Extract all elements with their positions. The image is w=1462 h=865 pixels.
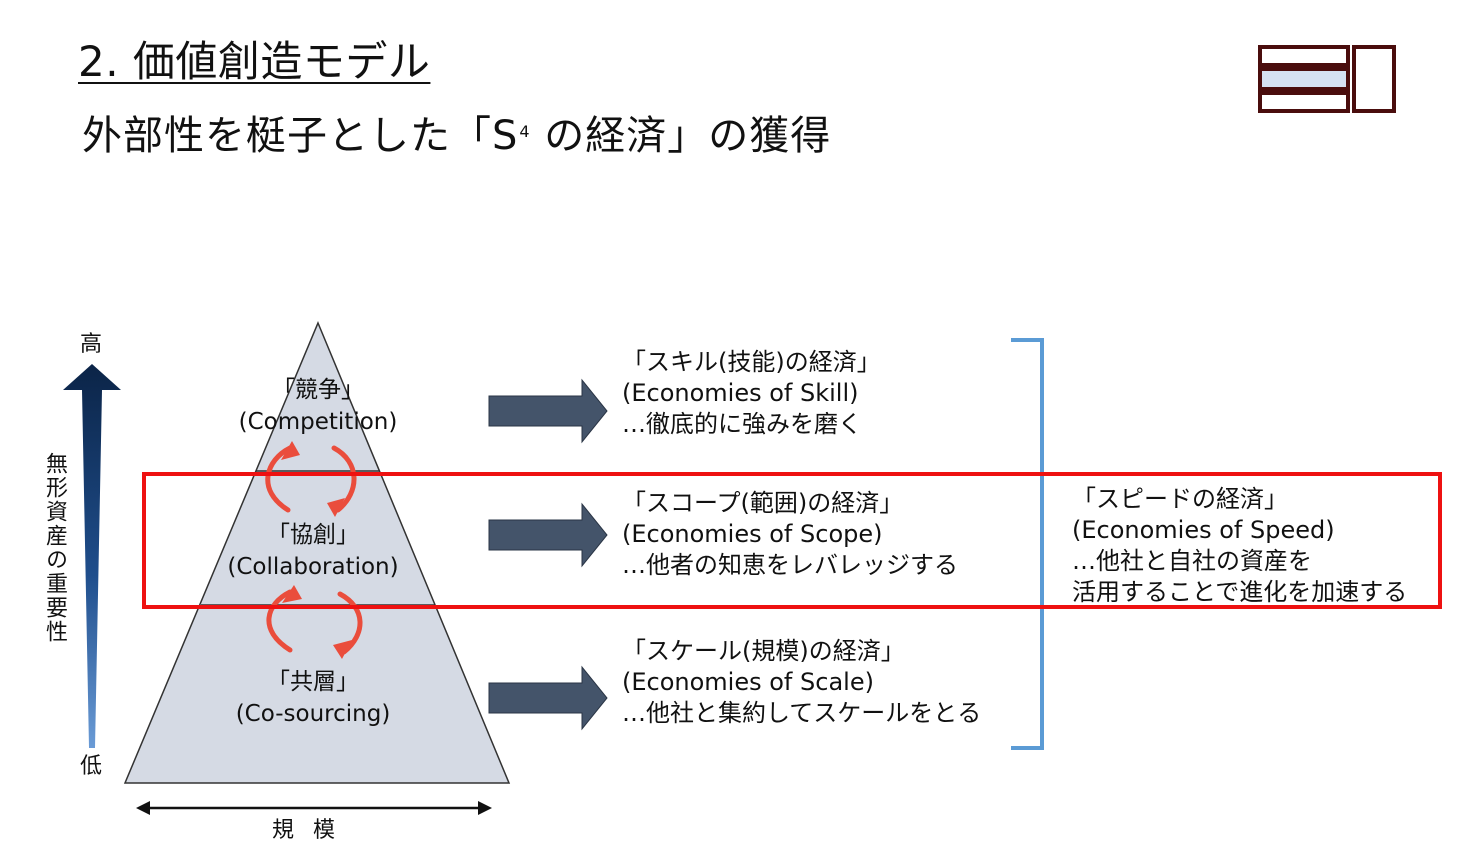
economy-skill-note: …徹底的に強みを磨く <box>622 410 862 438</box>
cycle-arrows-lower <box>266 589 363 655</box>
tier-cosourcing-en: (Co-sourcing) <box>235 701 391 727</box>
cycle-arrowhead-down <box>327 498 345 517</box>
tier-cosourcing: 「共層」 (Co-sourcing) <box>203 666 423 730</box>
economy-skill: 「スキル(技能)の経済」 (Economies of Skill) …徹底的に強… <box>622 347 881 440</box>
arrow-scope <box>488 502 608 568</box>
collaboration-highlight-box <box>142 472 1442 609</box>
economy-skill-en: (Economies of Skill) <box>622 379 859 407</box>
page-subtitle: 外部性を梃子とした「S4 の経済」の獲得 <box>82 113 832 159</box>
economy-speed-note-1: …他社と自社の資産を <box>1072 547 1312 575</box>
tier-competition-jp: 「競争」 <box>272 377 364 403</box>
axis-high-label: 高 <box>80 332 103 357</box>
tier-cosourcing-jp: 「共層」 <box>267 669 359 695</box>
axis-low-label: 低 <box>80 754 103 779</box>
economy-speed-note-2: 活用することで進化を加速する <box>1072 578 1408 606</box>
cycle-arrowhead-down-2 <box>333 640 352 659</box>
cycle-arrowhead-up <box>281 441 300 460</box>
economy-speed-en: (Economies of Speed) <box>1072 516 1335 544</box>
economy-scope-en: (Economies of Scope) <box>622 520 883 548</box>
axis-vertical-label: 無形資産の重要性 <box>42 452 67 644</box>
pyramid <box>123 321 511 784</box>
economy-speed: 「スピードの経済」 (Economies of Speed) …他社と自社の資産… <box>1072 484 1407 608</box>
importance-axis-arrow <box>63 364 121 748</box>
tier-collaboration-en: (Collaboration) <box>227 554 399 580</box>
economy-skill-title: 「スキル(技能)の経済」 <box>622 348 881 376</box>
scale-axis-left-head <box>136 801 150 815</box>
economy-scope-note: …他者の知恵をレバレッジする <box>622 551 958 579</box>
tier-collaboration: 「協創」 (Collaboration) <box>203 519 423 583</box>
company-logo <box>1258 45 1396 113</box>
tier-collaboration-jp: 「協創」 <box>267 522 359 548</box>
tier-competition: 「競争」 (Competition) <box>218 374 418 438</box>
economy-scale-en: (Economies of Scale) <box>622 668 874 696</box>
economy-scope: 「スコープ(範囲)の経済」 (Economies of Scope) …他者の知… <box>622 488 958 581</box>
economy-scale-note: …他社と集約してスケールをとる <box>622 699 982 727</box>
speed-bracket <box>1011 338 1044 750</box>
economy-scale: 「スケール(規模)の経済」 (Economies of Scale) …他社と集… <box>622 636 981 729</box>
arrow-scale <box>488 665 608 731</box>
economy-scale-title: 「スケール(規模)の経済」 <box>622 637 905 665</box>
cycle-arrowhead-up-2 <box>282 585 302 603</box>
tier-competition-en: (Competition) <box>238 409 398 435</box>
page-title: 2. 価値創造モデル <box>78 37 431 86</box>
economy-scope-title: 「スコープ(範囲)の経済」 <box>622 489 904 517</box>
arrow-skill <box>488 378 608 444</box>
axis-horizontal-label: 規 模 <box>272 818 341 843</box>
economy-speed-title: 「スピードの経済」 <box>1072 485 1288 513</box>
scale-axis-right-head <box>478 801 492 815</box>
